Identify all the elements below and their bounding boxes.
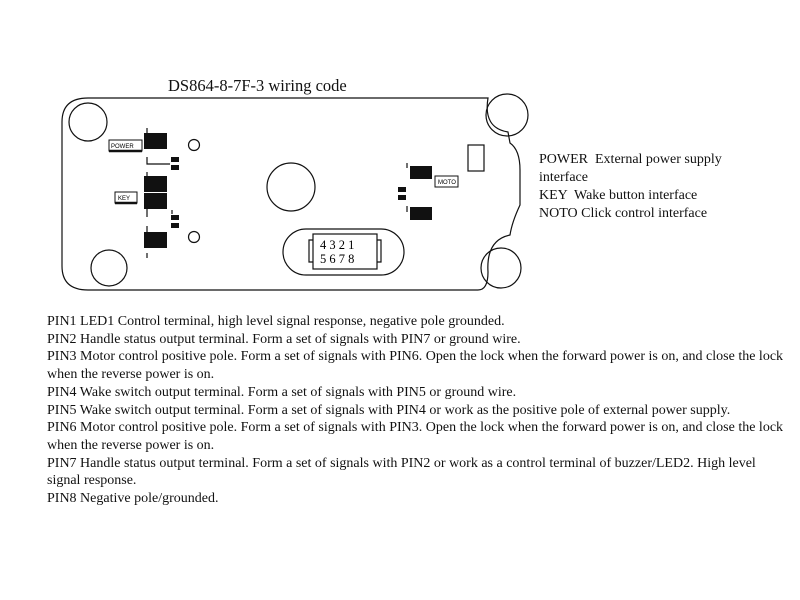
pin-description: PIN1 LED1 Control terminal, high level s…	[47, 314, 505, 329]
key-pad-1	[171, 215, 179, 220]
power-connector-bottom	[144, 176, 167, 192]
interface-legend: POWER External power supply interface KE…	[539, 151, 794, 223]
legend-line: interface	[539, 170, 588, 185]
edge-tab	[467, 144, 485, 172]
pin-description: PIN8 Negative pole/grounded.	[47, 491, 219, 507]
board-outline	[61, 97, 521, 291]
moto-pad-1	[398, 187, 406, 192]
pin-description: PIN7 Handle status output terminal. Form…	[47, 455, 756, 489]
key-connector-bottom	[144, 232, 167, 248]
moto-pad-2	[398, 195, 406, 200]
small-hole-top	[187, 138, 201, 152]
key-connector-top	[144, 193, 167, 209]
pin-description: PIN3 Motor control positive pole. Form a…	[47, 349, 784, 383]
center-hole	[266, 162, 316, 212]
legend-line: POWER External power supply	[539, 152, 722, 167]
pin-connector-outer	[282, 228, 405, 276]
moto-connector-bottom	[410, 207, 432, 220]
connector-pins-bottom: 5 6 7 8	[320, 252, 354, 266]
power-label: POWER	[111, 144, 134, 150]
small-hole-bottom	[187, 230, 201, 244]
pin-descriptions: PIN1 LED1 Control terminal, high level s…	[47, 313, 792, 508]
pin-description: PIN5 Wake switch output terminal. Form a…	[47, 402, 731, 418]
moto-label-box	[434, 175, 459, 188]
diagram-title: DS864-8-7F-3 wiring code	[168, 76, 347, 95]
connector-pins-top: 4 3 2 1	[320, 238, 354, 252]
pin-description: PIN4 Wake switch output terminal. Form a…	[47, 384, 517, 400]
key-pad-2	[171, 223, 179, 228]
power-pad-2	[171, 165, 179, 170]
mounting-hole-bottom-right	[480, 247, 522, 289]
moto-connector-top	[410, 166, 432, 179]
power-pad-1	[171, 157, 179, 162]
power-connector-top	[144, 133, 167, 149]
mounting-hole-top-right	[485, 93, 529, 137]
pin-connector-inner	[312, 233, 378, 270]
mounting-hole-bottom-left	[90, 249, 128, 287]
pin-description: PIN2 Handle status output terminal. Form…	[47, 331, 521, 347]
moto-label: MOTO	[438, 180, 456, 186]
pin-description: PIN6 Motor control positive pole. Form a…	[47, 420, 784, 453]
legend-line: NOTO Click control interface	[539, 206, 708, 221]
legend-line: KEY Wake button interface	[539, 188, 698, 203]
mounting-hole-top-left	[68, 102, 108, 142]
key-label: KEY	[118, 196, 130, 202]
